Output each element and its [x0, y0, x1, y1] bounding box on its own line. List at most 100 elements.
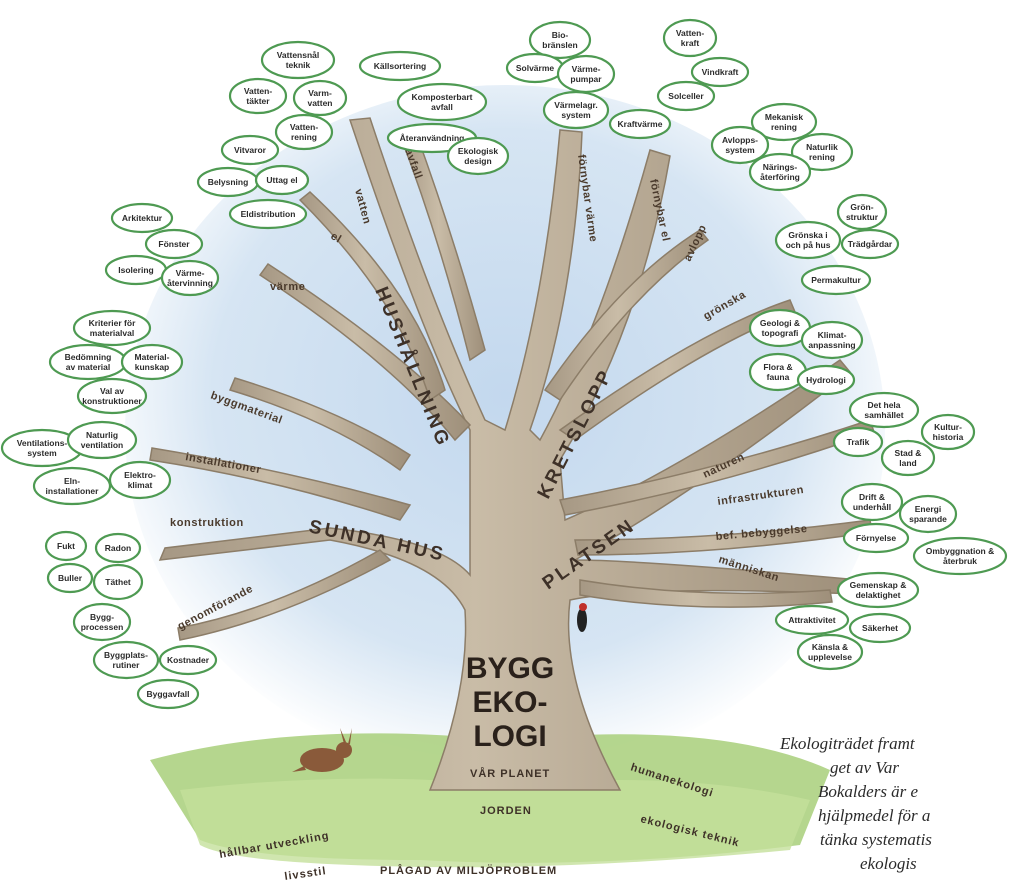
bubble-outline: [710, 125, 770, 165]
bubble-label: Radon: [105, 543, 131, 553]
bubble-vattenkraft: Vatten-kraft: [662, 18, 718, 58]
bubble-byggprocessen: Bygg-processen: [72, 602, 132, 642]
bubble-label: Kraftvärme: [618, 119, 663, 129]
bubble-label: teknik: [286, 60, 311, 70]
bubble-label: Byggplats-: [104, 650, 148, 660]
bubble-stad-land: Stad &land: [880, 439, 936, 477]
bubble-gemenskap: Gemenskap &delaktighet: [836, 571, 920, 609]
bubble-outline: [144, 228, 204, 260]
bubble-outline: [110, 202, 174, 234]
bubble-outline: [542, 90, 610, 130]
bubble-label: återföring: [760, 172, 800, 182]
bubble-outline: [358, 50, 442, 82]
bubble-outline: [292, 79, 348, 117]
core-line-1: BYGG: [466, 652, 554, 685]
bubble-outline: [158, 644, 218, 676]
bubble-isolering: Isolering: [104, 254, 168, 286]
bubble-outline: [228, 198, 308, 230]
bubble-outline: [898, 494, 958, 534]
bubble-label: Täthet: [105, 577, 131, 587]
bubble-label: underhåll: [853, 502, 891, 512]
bubble-varmepumpar: Värme-pumpar: [556, 54, 616, 94]
bubble-outline: [662, 18, 718, 58]
bubble-vitvaror: Vitvaror: [220, 134, 280, 166]
bubble-label: vatten: [307, 98, 332, 108]
bubble-label: rening: [771, 122, 797, 132]
bubble-label: Naturlig: [86, 430, 118, 440]
bubble-label: Kriterier för: [89, 318, 136, 328]
bubble-gronstruktur: Grön-struktur: [836, 193, 888, 231]
bubble-outline: [748, 152, 812, 192]
bubble-kulturhistoria: Kultur-historia: [920, 413, 976, 451]
bubble-outline: [94, 532, 142, 564]
bubble-outline: [656, 80, 716, 112]
bubble-label: Hydrologi: [806, 375, 846, 385]
bubble-label: land: [899, 458, 916, 468]
bubble-outline: [260, 40, 336, 80]
bubble-outline: [848, 391, 920, 429]
bubble-outline: [160, 259, 220, 297]
bubble-label: kraft: [681, 38, 700, 48]
bubble-eldistribution: Eldistribution: [228, 198, 308, 230]
bubble-label: bränslen: [542, 40, 577, 50]
bubble-label: Vindkraft: [702, 67, 739, 77]
bubble-vindkraft: Vindkraft: [690, 56, 750, 88]
bubble-label: Värme-: [572, 64, 601, 74]
bubble-label: Isolering: [118, 265, 153, 275]
bubble-label: Gemenskap &: [850, 580, 907, 590]
bubble-label: topografi: [762, 328, 799, 338]
bubble-label: Byggavfall: [147, 689, 190, 699]
bubble-label: av material: [66, 362, 110, 372]
caption-line-4: hjälpmedel för a: [818, 806, 931, 825]
bubble-outline: [774, 220, 842, 260]
bubble-label: återbruk: [943, 556, 977, 566]
bubble-outline: [690, 56, 750, 88]
bubble-outline: [66, 420, 138, 460]
bubble-label: Buller: [58, 573, 83, 583]
bubble-outline: [228, 77, 288, 115]
bubble-outline: [796, 633, 864, 671]
ground-jorden: JORDEN: [480, 805, 532, 817]
bubble-sakerhet: Säkerhet: [848, 612, 912, 644]
branch-konstruktion: konstruktion: [170, 517, 244, 529]
bubble-avloppssystem: Avlopps-system: [710, 125, 770, 165]
bubble-outline: [120, 343, 184, 381]
bubble-label: Eln-: [64, 476, 80, 486]
bubble-outline: [750, 102, 818, 142]
bubble-naringsaterforing: Närings-återföring: [748, 152, 812, 192]
bubble-label: Vitvaror: [234, 145, 267, 155]
bubble-label: rutiner: [113, 660, 141, 670]
bubble-label: pumpar: [570, 74, 602, 84]
bubble-outline: [92, 563, 144, 601]
bubble-outline: [920, 413, 976, 451]
bubble-fonster: Fönster: [144, 228, 204, 260]
bubble-kostnader: Kostnader: [158, 644, 218, 676]
caption-line-1: Ekologiträdet framt: [780, 734, 915, 753]
bubble-outline: [254, 164, 310, 196]
bubble-vattenrening: Vatten-rening: [274, 113, 334, 151]
bubble-outline: [912, 536, 1008, 576]
bubble-label: upplevelse: [808, 652, 852, 662]
bubble-outline: [446, 136, 510, 176]
bubble-label: system: [27, 448, 57, 458]
bubble-label: Fönster: [158, 239, 190, 249]
bubble-outline: [796, 364, 856, 396]
bubble-label: Grön-: [850, 202, 873, 212]
bubble-label: Värmelagr.: [554, 100, 597, 110]
grass-light: [180, 778, 810, 868]
bubble-label: Drift &: [859, 492, 885, 502]
bubble-label: historia: [933, 432, 964, 442]
bubble-label: Bio-: [552, 30, 569, 40]
bubble-outline: [880, 439, 936, 477]
bubble-label: Ventilations-: [17, 438, 68, 448]
bubble-outline: [836, 571, 920, 609]
bubble-ombyggnation: Ombyggnation &återbruk: [912, 536, 1008, 576]
bubble-elektroklimat: Elektro-klimat: [108, 460, 172, 500]
bubble-klimatanpassning: Klimat-anpassning: [800, 320, 864, 360]
